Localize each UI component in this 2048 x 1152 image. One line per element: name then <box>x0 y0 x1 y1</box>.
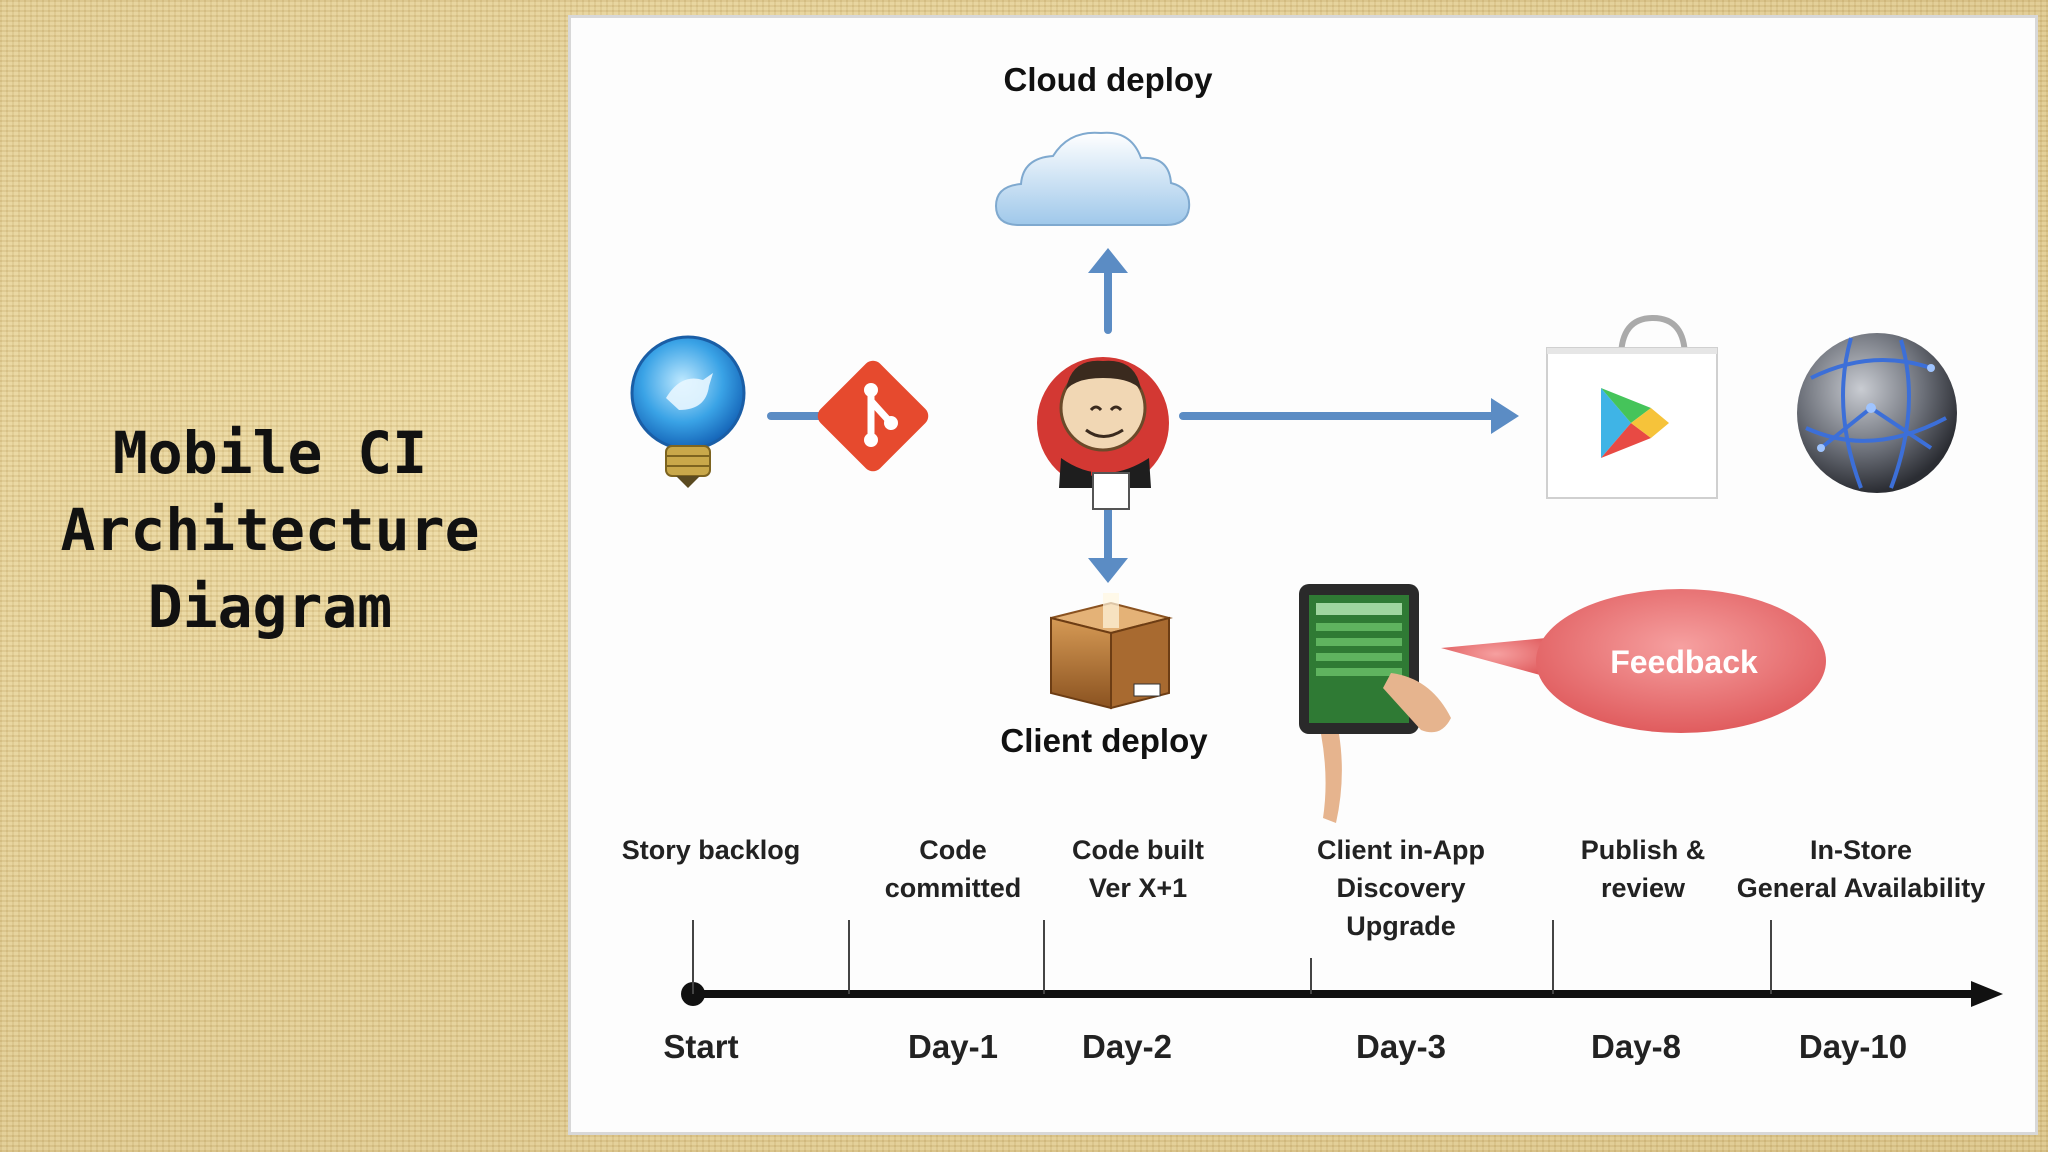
feedback-bubble: Feedback <box>1441 589 1826 733</box>
play-store-icon <box>1546 314 1718 499</box>
git-icon <box>817 360 929 472</box>
milestone-day: Start <box>663 1028 738 1065</box>
client-deploy-label: Client deploy <box>1000 722 1208 759</box>
title-line-3: Diagram <box>147 573 393 641</box>
milestone-label: Publish &review <box>1581 835 1706 903</box>
milestone-label: Story backlog <box>622 835 801 865</box>
milestone-day: Day-3 <box>1356 1028 1446 1065</box>
lightbulb-bird-icon <box>630 335 746 488</box>
globe-icon <box>1797 333 1957 493</box>
jenkins-icon <box>1037 357 1169 510</box>
milestone-day: Day-10 <box>1799 1028 1907 1065</box>
slide-title: Mobile CI Architecture Diagram <box>30 415 510 646</box>
ci-diagram: Cloud deploy <box>622 61 2003 1065</box>
cloud-icon <box>994 131 1191 226</box>
title-line-2: Architecture <box>60 496 480 564</box>
milestone-day: Day-2 <box>1082 1028 1172 1065</box>
title-line-1: Mobile CI <box>112 419 428 487</box>
milestone-day: Day-1 <box>908 1028 998 1065</box>
milestone-day: Day-8 <box>1591 1028 1681 1065</box>
timeline-arrowhead <box>1971 981 2003 1007</box>
tablet-icon <box>1299 584 1451 823</box>
feedback-label: Feedback <box>1610 644 1758 680</box>
diagram-panel: Cloud deploy <box>568 15 2038 1135</box>
cloud-deploy-label: Cloud deploy <box>1004 61 1214 98</box>
box-icon <box>1050 593 1173 710</box>
